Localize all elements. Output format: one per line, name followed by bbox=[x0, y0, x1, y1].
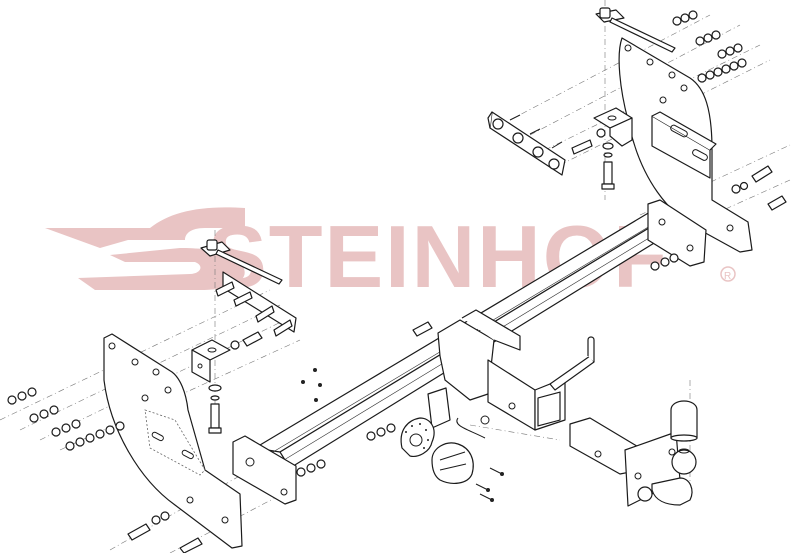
right-hook-strap bbox=[595, 7, 676, 53]
socket-plate bbox=[400, 387, 451, 457]
right-clamp-plate bbox=[487, 111, 566, 176]
socket-screws bbox=[475, 467, 504, 502]
right-angle-bracket bbox=[571, 107, 633, 190]
registered-mark: R bbox=[724, 271, 731, 282]
electrical-socket bbox=[431, 442, 474, 484]
left-side-bracket bbox=[103, 333, 243, 549]
retaining-clip bbox=[456, 417, 486, 439]
tow-ball bbox=[671, 448, 697, 475]
bolt bbox=[179, 537, 203, 553]
bolt bbox=[767, 195, 787, 211]
center-nuts bbox=[366, 423, 396, 441]
left-nuts-washers bbox=[7, 387, 203, 553]
left-end-nuts bbox=[296, 459, 326, 477]
steinhof-logo-swoosh bbox=[45, 207, 245, 290]
right-end-nuts bbox=[650, 253, 679, 271]
bolt bbox=[127, 523, 151, 541]
hitch-pin bbox=[549, 336, 595, 391]
right-nuts-washers bbox=[672, 10, 787, 211]
crossbar-bolt bbox=[412, 321, 433, 337]
registered-mark-icon bbox=[720, 266, 736, 282]
left-clamp-plate bbox=[215, 271, 297, 347]
left-angle-bracket bbox=[191, 339, 240, 434]
ball-mount-insert bbox=[569, 417, 693, 507]
receiver-housing bbox=[437, 309, 566, 431]
bolt bbox=[571, 139, 593, 155]
ball-cap bbox=[670, 400, 698, 442]
bolt bbox=[242, 331, 263, 347]
bolt bbox=[751, 165, 773, 183]
left-hook-strap bbox=[200, 239, 283, 285]
